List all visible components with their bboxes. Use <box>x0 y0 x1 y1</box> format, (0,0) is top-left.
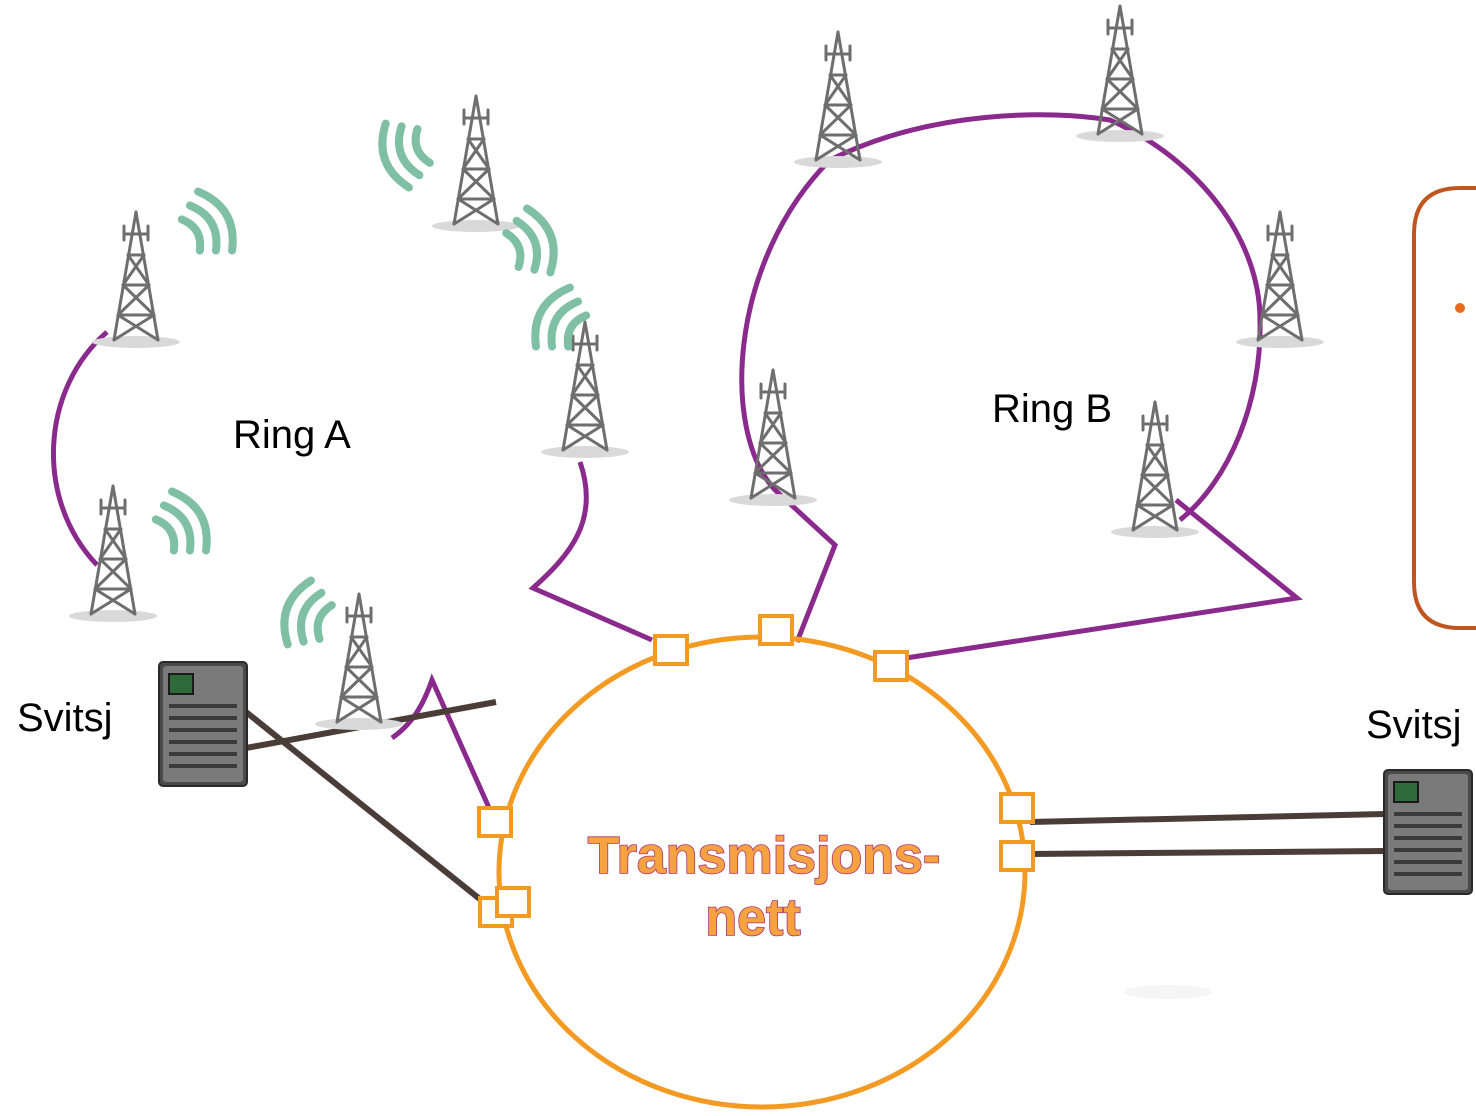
switch-right-label: Svitsj <box>1366 703 1462 747</box>
transmission-network-title-line1: Transmisjons- <box>588 827 941 885</box>
radio-tower-icon <box>792 30 884 170</box>
radio-tower-icon <box>67 484 159 624</box>
callout-box <box>1412 186 1476 630</box>
radio-wave-icon <box>148 485 218 564</box>
right-switch-link-bottom <box>1029 848 1386 857</box>
ring-b-towers <box>727 4 1326 540</box>
radio-tower-icon <box>313 592 405 732</box>
ring-a-link-bottom <box>390 673 493 812</box>
ring-b-loop <box>739 112 1263 643</box>
radio-tower-icon <box>1234 210 1326 350</box>
switch-links <box>244 699 1386 915</box>
port-node-icon <box>477 806 513 838</box>
radio-waves <box>148 114 594 654</box>
port-node-icon <box>495 886 531 918</box>
radio-tower-icon <box>1074 4 1166 144</box>
faint-highlight <box>1124 985 1212 999</box>
switch-left-label: Svitsj <box>17 696 113 740</box>
ring-a-arc <box>50 330 109 567</box>
radio-wave-icon <box>373 114 435 192</box>
radio-wave-icon <box>275 576 337 654</box>
port-node-icon <box>999 792 1035 824</box>
server-switch-icon <box>157 660 249 788</box>
port-node-icon <box>873 650 909 682</box>
ring-b-link-return <box>905 498 1303 661</box>
ring-a-links <box>50 330 654 812</box>
server-switch-icon <box>1382 768 1474 896</box>
port-node-icon <box>653 634 689 666</box>
ring-a-link-right <box>528 461 654 643</box>
port-node-icon <box>999 840 1035 872</box>
radio-wave-icon <box>501 204 563 282</box>
port-node-icon <box>758 614 794 646</box>
radio-tower-icon <box>430 94 522 234</box>
radio-tower-icon <box>90 210 182 350</box>
transmission-network-title-line2: nett <box>705 889 800 947</box>
ring-a-label: Ring A <box>233 413 351 457</box>
ring-b-links <box>739 112 1303 661</box>
left-switch-link-top <box>244 709 498 915</box>
right-switch-link-top <box>1029 811 1386 825</box>
port-nodes <box>477 614 1035 928</box>
bullet-dot <box>1455 303 1465 313</box>
ring-b-label: Ring B <box>992 387 1112 431</box>
radio-wave-icon <box>525 281 595 360</box>
radio-wave-icon <box>174 185 244 264</box>
